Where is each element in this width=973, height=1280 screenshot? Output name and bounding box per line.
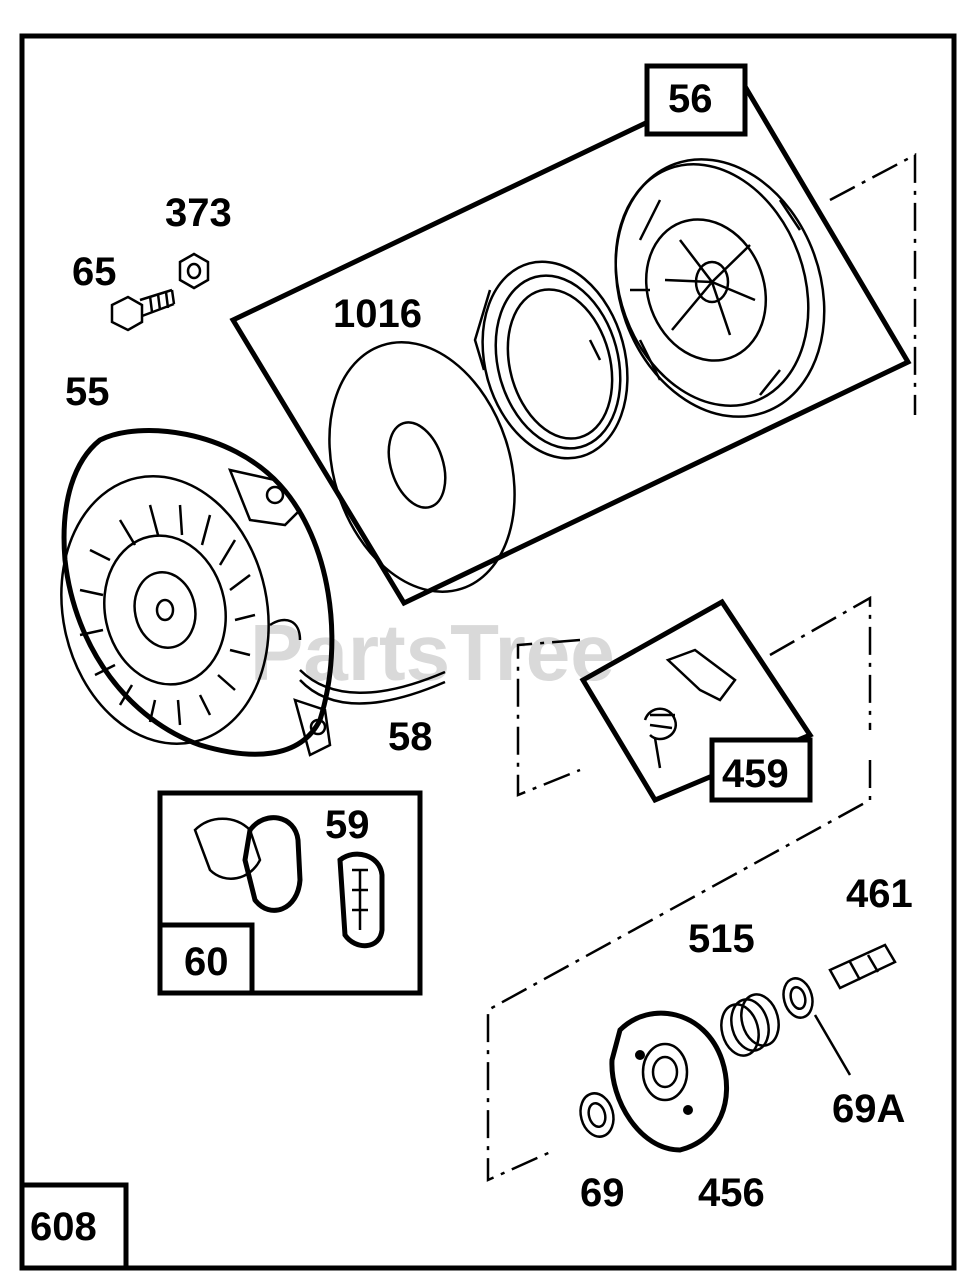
label-459: 459	[722, 752, 789, 796]
label-60: 60	[184, 940, 229, 984]
label-box-608	[19, 1182, 129, 1271]
label-box-60	[157, 922, 255, 996]
kit-60-panel	[157, 790, 423, 996]
label-box-459	[709, 737, 813, 803]
label-69A: 69A	[832, 1087, 905, 1131]
starter-pulley	[614, 158, 826, 418]
spring-515	[720, 993, 780, 1057]
diagram-frame	[19, 33, 957, 1271]
kit-56-panel	[229, 63, 917, 607]
label-1016: 1016	[333, 292, 422, 336]
label-515: 515	[688, 917, 755, 961]
label-59: 59	[325, 803, 370, 847]
label-373: 373	[165, 191, 232, 235]
washer-69	[579, 1092, 615, 1138]
label-456: 456	[698, 1171, 765, 1215]
watermark: PartsTree	[250, 608, 615, 697]
washer-69A	[782, 977, 852, 1076]
guide-line-lower	[486, 760, 872, 1182]
label-65: 65	[72, 250, 117, 294]
starter-rope-58	[299, 669, 446, 694]
pin-461	[828, 943, 897, 990]
rewind-spring	[473, 260, 629, 460]
retainer-456	[609, 1010, 730, 1153]
label-55: 55	[65, 370, 110, 414]
bolt-65	[110, 288, 176, 332]
label-69: 69	[580, 1171, 625, 1215]
label-58: 58	[388, 715, 433, 759]
nut-373	[178, 252, 210, 290]
label-608: 608	[30, 1205, 97, 1249]
label-56: 56	[668, 77, 713, 121]
washer-1016	[328, 341, 516, 593]
kit-459-panel	[516, 595, 872, 804]
label-box-56	[644, 63, 748, 137]
label-461: 461	[846, 872, 913, 916]
starter-housing-55	[60, 428, 335, 757]
